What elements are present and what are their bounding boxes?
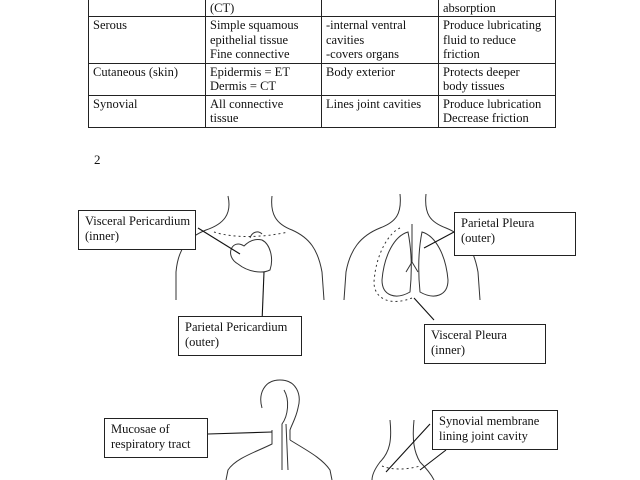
label-synovial-membrane: Synovial membrane lining joint cavity	[432, 410, 558, 450]
cell-text: Produce lubrication	[443, 96, 542, 111]
cell-text: absorption	[443, 0, 496, 15]
label-parietal-pleura: Parietal Pleura (outer)	[454, 212, 576, 256]
cell-text: body tissues	[443, 79, 505, 93]
back-torso-illustration	[343, 193, 481, 301]
heart-illustration	[230, 231, 273, 273]
table-cell-location: Lines joint cavities	[321, 94, 439, 128]
label-visceral-pericardium: Visceral Pericardium (inner)	[78, 210, 196, 250]
cell-text: Serous	[93, 18, 128, 32]
front-torso-illustration	[175, 195, 325, 301]
cell-text: Simple squamous	[210, 18, 299, 32]
label-visceral-pleura: Visceral Pleura (inner)	[424, 324, 546, 364]
table-cell-function: secretion,absorption	[438, 0, 556, 17]
cell-text: -internal ventral	[326, 18, 407, 32]
cell-text: -covers organs	[326, 47, 400, 61]
cell-text: Epidermis = ET	[210, 64, 290, 79]
leader-lines	[197, 227, 455, 473]
knee-joint-illustration	[371, 419, 435, 480]
cell-text: Dermis = CT	[210, 79, 277, 93]
cell-text: fluid to reduce	[443, 32, 516, 47]
membrane-table: -Lamina propia(CT)reproductivesecretion,…	[88, 0, 556, 128]
cell-text: epithelial tissue	[210, 32, 289, 47]
cell-text: Produce lubricating	[443, 18, 542, 32]
cell-text: Lines joint cavities	[326, 96, 422, 111]
cell-text: Cutaneous (skin)	[93, 64, 179, 79]
table-cell-type: Cutaneous (skin)	[88, 62, 206, 96]
label-parietal-pericardium: Parietal Pericardium (outer)	[178, 316, 302, 356]
respiratory-figure-illustration	[225, 379, 333, 480]
table-cell-composition: -Lamina propia(CT)	[205, 0, 322, 17]
cell-text: Fine connective	[210, 47, 290, 61]
cell-text: friction	[443, 47, 480, 61]
table-cell-type: Synovial	[88, 94, 206, 128]
lungs-illustration	[373, 224, 449, 302]
table-cell-location: Body exterior	[321, 62, 439, 96]
label-mucosae-respiratory-tract: Mucosae of respiratory tract	[104, 418, 208, 458]
cell-text: Decrease friction	[443, 111, 529, 125]
table-row: -Lamina propia(CT)reproductivesecretion,…	[88, 0, 556, 17]
cell-text: Body exterior	[326, 64, 396, 79]
cell-text: Protects deeper	[443, 64, 520, 79]
cell-text: (CT)	[210, 0, 235, 15]
cell-text: cavities	[326, 32, 365, 47]
page-number: 2	[94, 152, 101, 167]
cell-text: Synovial	[93, 96, 138, 111]
cell-text: tissue	[210, 111, 239, 125]
cell-text: All connective	[210, 96, 284, 111]
